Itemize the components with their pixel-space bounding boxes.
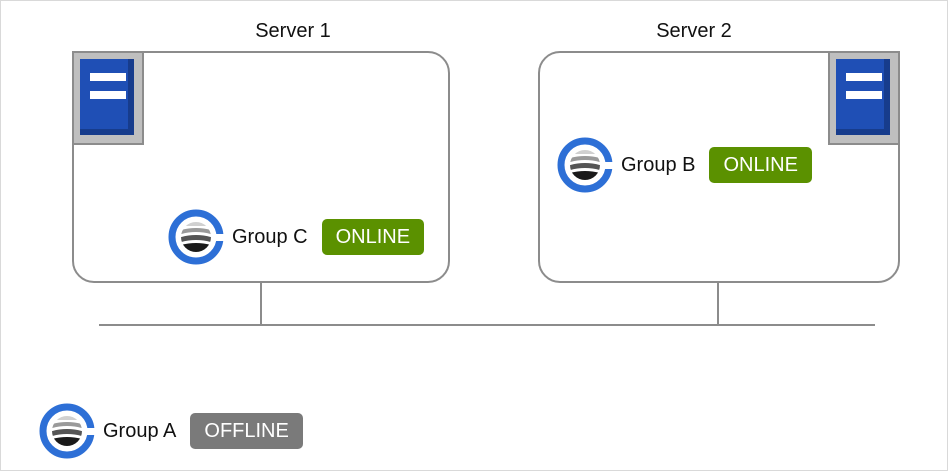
failover-group-icon: [168, 209, 224, 265]
group-c-status-badge: ONLINE: [321, 219, 425, 255]
group-c-label: Group C: [232, 225, 308, 248]
server-2-title: Server 2: [656, 20, 732, 42]
failover-group-icon: [39, 403, 95, 459]
group-b-label: Group B: [621, 153, 696, 176]
server-1-network-link: [260, 283, 262, 325]
group-a-label: Group A: [103, 419, 177, 442]
server-icon: [72, 51, 144, 145]
server-2-network-link: [717, 283, 719, 325]
group-a: Group A OFFLINE: [39, 403, 303, 459]
failover-group-icon: [557, 137, 613, 193]
server-1-title: Server 1: [255, 20, 331, 42]
group-a-status-badge: OFFLINE: [190, 413, 303, 449]
group-c: Group C ONLINE: [168, 209, 425, 265]
group-b-status-badge: ONLINE: [709, 147, 812, 183]
server-icon: [828, 51, 900, 145]
group-b: Group B ONLINE: [557, 137, 812, 193]
network-bus-line: [99, 324, 875, 326]
